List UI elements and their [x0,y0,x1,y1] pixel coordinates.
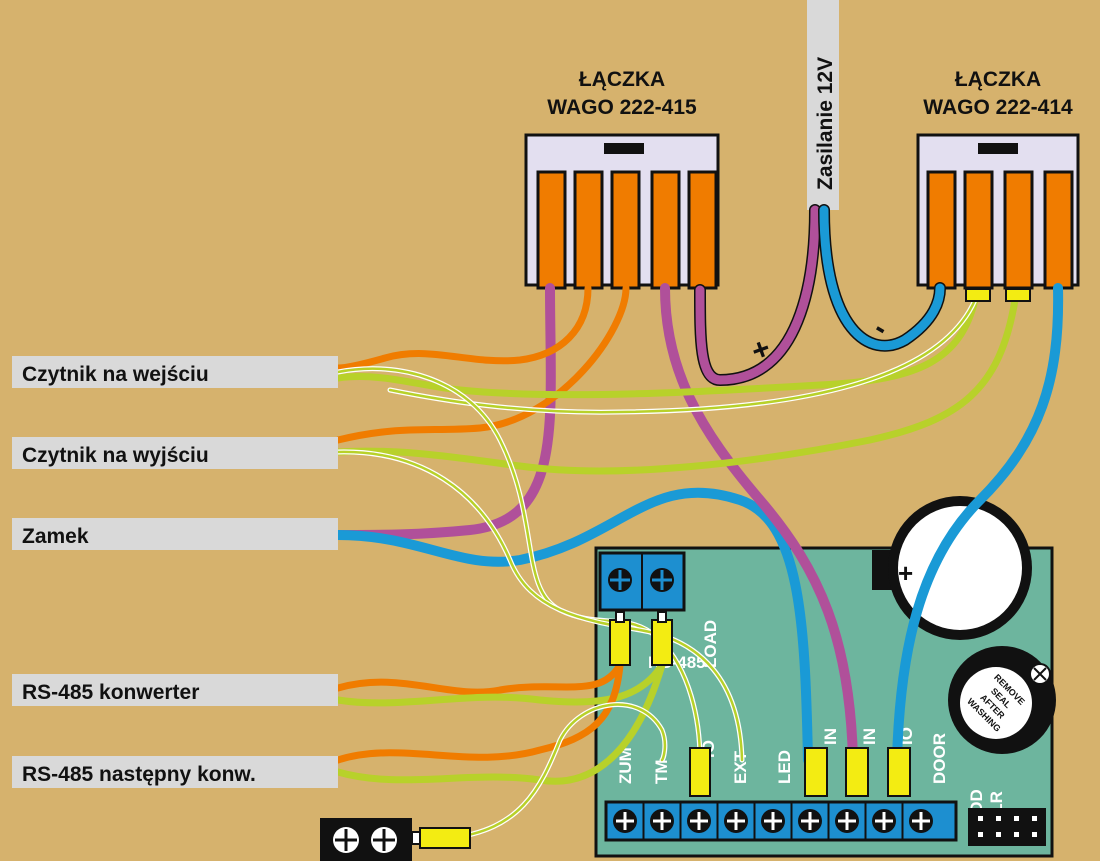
screw-slot [875,812,893,830]
screw-slot [912,812,930,830]
battery-plus: + [898,558,913,588]
wago-222-415 [524,133,720,290]
terminal-label: IN [821,728,840,745]
wire-rs485-next-a [334,661,624,764]
load-terminal [598,551,686,612]
rs485-next-label: RS-485 następny konw. [22,763,256,786]
wire-lock-minus [333,487,813,765]
wire-rs485-b [334,661,666,707]
pin [1005,288,1031,302]
wago-414-title-line2: WAGO 222-414 [923,96,1073,119]
buzzer: REMOVE SEAL AFTER WASHING [948,646,1056,754]
jumper-header [968,808,1046,846]
controller-board: LOAD RS-485 + REMOVE SEAL AFTER WASHING … [594,496,1056,858]
lock-label: Zamek [22,525,89,548]
wire-io-blue [892,283,1064,765]
wire-power-minus [819,205,945,351]
screw-slot [616,812,634,830]
terminal-labels: ZUM TM IO EXT LED IN IN IO DOOR ADD CLR [616,727,1006,826]
wire-power-plus [695,205,820,385]
wires [333,204,1064,841]
screw-slot [764,812,782,830]
wago-222-414 [916,133,1080,290]
terminal-label: EXT [731,750,750,784]
rs485-converter-label: RS-485 konwerter [22,681,199,704]
screw-slot [727,812,745,830]
end-terminal [320,818,471,861]
wago-415-title-line2: WAGO 222-415 [547,96,697,119]
wago-414-title-line1: ŁĄCZKA [955,68,1041,91]
screw-slot [838,812,856,830]
ferrules [609,611,911,797]
terminal-label: TM [652,759,671,784]
reader-in-label: Czytnik na wejściu [22,363,209,386]
left-labels: Czytnik na wejściu Czytnik na wyjściu Za… [12,356,338,788]
reader-out-label: Czytnik na wyjściu [22,444,209,467]
wire-reader-out-orange [334,284,630,444]
pin [965,288,991,302]
screw-slot [690,812,708,830]
power-label: Zasilanie 12V [814,57,837,190]
screw-slot [801,812,819,830]
wire-reader-in-green [334,296,979,399]
wago-415-title-line1: ŁĄCZKA [579,68,665,91]
terminal-label: ZUM [616,747,635,784]
terminal-strip [604,800,958,842]
power-label-box [807,0,839,210]
terminal-label: IN [860,728,879,745]
load-label: LOAD [701,620,720,668]
wire-reader-in-orange [334,284,592,372]
terminal-label: LED [775,750,794,784]
terminal-label: DOOR [930,733,949,784]
wire-in-plus [660,283,858,765]
wire-rs485-a [334,661,624,696]
wire-reader-out-green [334,296,1019,475]
screw-slot [653,812,671,830]
